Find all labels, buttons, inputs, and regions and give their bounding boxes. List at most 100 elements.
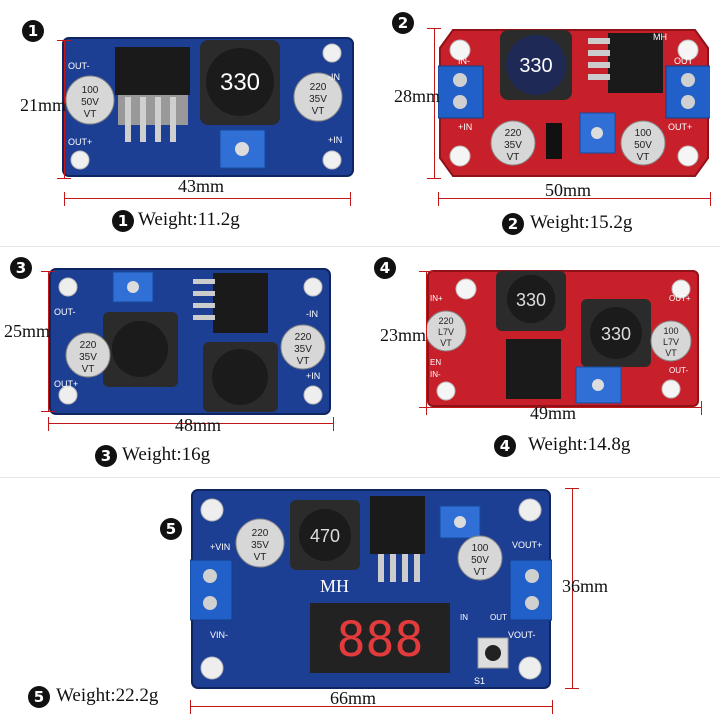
module-2-width-line bbox=[438, 198, 710, 199]
module-5-width-line bbox=[190, 706, 552, 707]
svg-text:VT: VT bbox=[507, 152, 520, 163]
module-4-height-label: 23mm bbox=[380, 325, 427, 345]
module-1-board-image: 330 100 50V VT 220 35V VT OUT- OUT+ -IN … bbox=[62, 37, 354, 177]
svg-text:220: 220 bbox=[80, 340, 97, 351]
svg-text:330: 330 bbox=[516, 290, 546, 310]
svg-text:IN: IN bbox=[460, 613, 468, 622]
module-5-width-tick-left bbox=[190, 700, 191, 714]
svg-text:50V: 50V bbox=[471, 555, 489, 566]
module-5-board-image: 220 35V VT 470 100 50V VT MH 888 S1 IN O… bbox=[190, 489, 552, 689]
module-3-width-tick-left bbox=[48, 417, 49, 431]
svg-text:VOUT-: VOUT- bbox=[508, 630, 536, 640]
svg-text:S1: S1 bbox=[474, 676, 485, 686]
module-2-width-label: 50mm bbox=[545, 180, 592, 200]
svg-text:50V: 50V bbox=[81, 97, 99, 108]
svg-text:220: 220 bbox=[295, 332, 312, 343]
module-4-width-line bbox=[426, 407, 701, 408]
svg-text:330: 330 bbox=[220, 69, 260, 96]
module-1-weight: Weight:11.2g bbox=[138, 209, 240, 230]
module-1-width-label: 43mm bbox=[178, 176, 225, 196]
svg-text:VIN-: VIN- bbox=[210, 630, 228, 640]
module-1-number-badge: 1 bbox=[22, 20, 44, 42]
module-1-height-label: 21mm bbox=[20, 95, 67, 115]
svg-text:50V: 50V bbox=[634, 140, 652, 151]
module-3-weight: Weight:16g bbox=[122, 444, 211, 465]
module-3-height-tick-bottom bbox=[41, 411, 55, 412]
svg-text:OUT+: OUT+ bbox=[68, 137, 92, 147]
module-1-height-line bbox=[64, 40, 65, 178]
module-5-panel: 5 220 35V VT 470 100 50V VT MH 888 S1 IN… bbox=[0, 478, 720, 720]
svg-text:35V: 35V bbox=[309, 94, 327, 105]
module-3-panel: 3 220 35V VT 220 35V VT OUT- OUT+ -IN +I… bbox=[0, 247, 360, 477]
module-4-number-badge: 4 bbox=[374, 257, 396, 279]
module-2-number-badge: 2 bbox=[392, 12, 414, 34]
module-3-number-badge: 3 bbox=[10, 257, 32, 279]
module-3-height-tick-top bbox=[41, 271, 55, 272]
svg-text:-IN: -IN bbox=[328, 72, 340, 82]
svg-text:VT: VT bbox=[474, 567, 487, 578]
svg-text:35V: 35V bbox=[251, 540, 269, 551]
module-2-width-tick-right bbox=[710, 192, 711, 206]
module-1-height-tick-top bbox=[57, 40, 71, 41]
module-5-height-tick-top bbox=[565, 488, 579, 489]
svg-text:VT: VT bbox=[312, 106, 325, 117]
module-2-weight: Weight:15.2g bbox=[530, 212, 633, 233]
row-divider-1 bbox=[0, 246, 720, 247]
svg-text:VT: VT bbox=[440, 338, 452, 348]
module-4-height-tick-top bbox=[419, 271, 433, 272]
module-4-weight: Weight:14.8g bbox=[528, 434, 631, 455]
svg-text:100: 100 bbox=[472, 543, 489, 554]
svg-text:VT: VT bbox=[84, 109, 97, 120]
svg-text:VT: VT bbox=[297, 356, 310, 367]
module-1-width-tick-right bbox=[350, 192, 351, 206]
module-2-height-tick-bottom bbox=[427, 178, 441, 179]
svg-text:+IN: +IN bbox=[328, 135, 342, 145]
module-3-height-line bbox=[48, 271, 49, 411]
svg-text:L7V: L7V bbox=[438, 327, 454, 337]
module-5-height-label: 36mm bbox=[562, 576, 609, 596]
module-4-width-tick-right bbox=[701, 401, 702, 415]
svg-text:330: 330 bbox=[519, 55, 552, 77]
svg-text:VT: VT bbox=[665, 348, 677, 358]
module-5-width-label: 66mm bbox=[330, 688, 377, 708]
module-2-panel: 2 330 MH 220 35V VT 100 50V VT IN- +IN O… bbox=[360, 0, 720, 246]
svg-text:IN-: IN- bbox=[430, 370, 441, 379]
module-1-width-line bbox=[64, 198, 350, 199]
svg-text:OUT: OUT bbox=[674, 56, 694, 66]
svg-text:VT: VT bbox=[254, 552, 267, 563]
module-4-board-image: 330 330 220 L7V VT 100 L7V VT IN+ EN IN-… bbox=[426, 270, 699, 407]
svg-text:100: 100 bbox=[635, 128, 652, 139]
svg-text:OUT+: OUT+ bbox=[669, 294, 691, 303]
module-3-width-line bbox=[48, 423, 333, 424]
module-2-width-tick-left bbox=[438, 192, 439, 206]
module-3-weight-badge: 3 bbox=[95, 445, 117, 467]
module-3-height-label: 25mm bbox=[4, 321, 51, 341]
svg-text:35V: 35V bbox=[79, 352, 97, 363]
svg-text:VOUT+: VOUT+ bbox=[512, 540, 542, 550]
svg-text:+VIN: +VIN bbox=[210, 542, 230, 552]
module-3-width-tick-right bbox=[333, 417, 334, 431]
module-5-number-badge: 5 bbox=[160, 518, 182, 540]
svg-text:OUT+: OUT+ bbox=[668, 122, 692, 132]
svg-text:330: 330 bbox=[601, 324, 631, 344]
svg-text:470: 470 bbox=[310, 526, 340, 546]
module-4-width-tick-left bbox=[426, 401, 427, 415]
module-2-height-line bbox=[434, 28, 435, 178]
module-1-weight-badge: 1 bbox=[112, 210, 134, 232]
svg-text:35V: 35V bbox=[504, 140, 522, 151]
svg-text:220: 220 bbox=[252, 528, 269, 539]
svg-text:220: 220 bbox=[505, 128, 522, 139]
svg-text:100: 100 bbox=[82, 85, 99, 96]
svg-text:VT: VT bbox=[637, 152, 650, 163]
module-4-width-label: 49mm bbox=[530, 403, 577, 423]
module-3-width-label: 48mm bbox=[175, 415, 222, 435]
module-4-height-line bbox=[426, 271, 427, 407]
module-3-board-image: 220 35V VT 220 35V VT OUT- OUT+ -IN +IN bbox=[49, 268, 331, 415]
module-1-panel: 1 330 100 50V VT 220 35V VT OUT- OUT+ -I… bbox=[0, 0, 360, 246]
module-4-weight-badge: 4 bbox=[494, 435, 516, 457]
svg-text:100: 100 bbox=[663, 326, 678, 336]
module-2-board-image: 330 MH 220 35V VT 100 50V VT IN- +IN OUT… bbox=[438, 29, 710, 177]
module-5-height-tick-bottom bbox=[565, 688, 579, 689]
module-5-width-tick-right bbox=[552, 700, 553, 714]
module-5-weight-badge: 5 bbox=[28, 686, 50, 708]
